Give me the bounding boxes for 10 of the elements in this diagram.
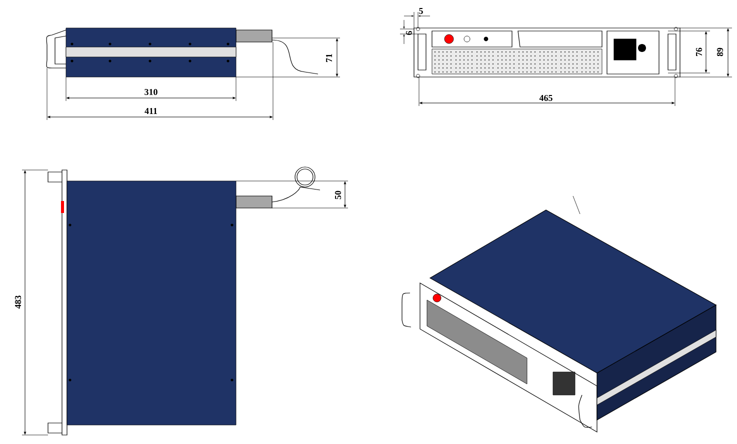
dimension-label: 465: [539, 94, 552, 101]
dimension-label: 76: [696, 48, 702, 56]
dimension-label: 411: [144, 108, 158, 114]
dimension-label: 89: [716, 48, 724, 56]
dimension-label: 5: [419, 8, 423, 14]
dimension-label: 50: [334, 190, 342, 200]
dimension-label: 6: [406, 31, 412, 35]
dimension-label: 483: [14, 296, 22, 309]
dimension-label: 71: [326, 54, 332, 62]
dimension-label: 310: [144, 88, 158, 96]
